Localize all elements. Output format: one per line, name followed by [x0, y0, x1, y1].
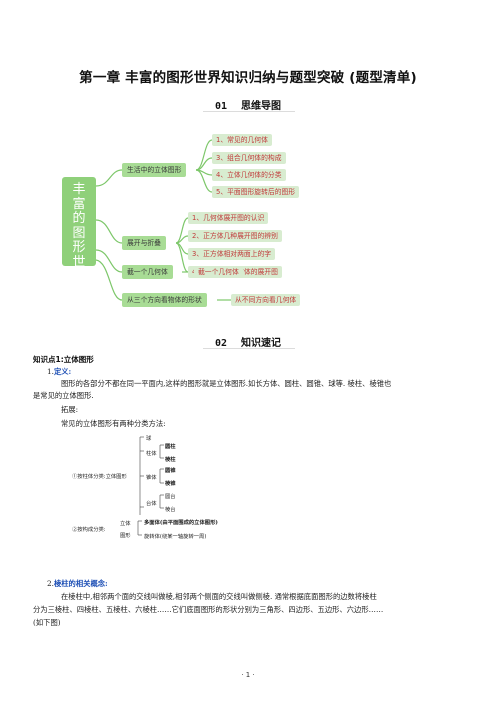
class-cone-round: 圆锥 [165, 468, 176, 474]
section-number: 01 [214, 101, 228, 112]
class-frustum: 台体 [146, 501, 157, 507]
section-header-notes: 02 知识速记 [0, 334, 496, 349]
mindmap-leaf: 3、正方体相对两面上的字 [188, 248, 276, 260]
class-prism: 柱体 [146, 451, 157, 457]
class-pyramid: 棱锥 [165, 481, 176, 487]
mindmap-branch-views: 从三个方向看物体的形状 [122, 293, 207, 307]
prism-concept-line: 2.棱柱的相关概念: [47, 579, 108, 588]
extension-label: 拓展: [61, 405, 79, 414]
section-underline [203, 348, 295, 349]
class-cylinder: 圆柱 [165, 444, 176, 450]
method2-shape: 图形 [120, 533, 131, 539]
definition-title: 定义: [53, 367, 72, 376]
mindmap-leaf: 1、几何体展开图的认识 [188, 212, 269, 224]
prism-concept-text: 分为三棱柱、四棱柱、五棱柱、六棱柱……它们底面图形的形状分别为三角形、四边形、五… [33, 605, 384, 614]
class-ball: 球 [146, 436, 152, 442]
class-frustum-round: 圆台 [165, 494, 176, 500]
class-solid-revolution: 旋转体(绕某一轴旋转一周) [144, 534, 207, 540]
page-number: · 1 · [241, 671, 255, 679]
mindmap-leaf: 5、平面图形旋转后的图形 [212, 186, 300, 198]
section-label: 思维导图 [241, 101, 282, 112]
method2-label: ②按构成分类: [72, 527, 106, 533]
mindmap-leaf: 从不同方向看几何体 [231, 294, 301, 306]
mindmap-leaf: 1、常见的几何体 [212, 134, 272, 146]
prism-concept-text: 在棱柱中,相邻两个面的交线叫做棱,相邻两个侧面的交线叫做侧棱. 通常根据底面图形… [61, 592, 377, 601]
definition-text: 图形的各部分不都在同一平面内,这样的图形就是立体图形.如长方体、圆柱、圆锥、球等… [61, 379, 392, 388]
prism-concept-title: 棱柱的相关概念: [53, 579, 108, 588]
method1-label: ①按柱体分类:立体图形 [72, 474, 127, 480]
mindmap-branch-cut: 截一个几何体 [122, 265, 173, 279]
mindmap-leaf: 4、立体几何体的分类 [212, 169, 286, 181]
page-title: 第一章 丰富的图形世界知识归纳与题型突破 (题型清单) [79, 70, 417, 86]
mindmap-leaf: 2、正方体几种展开图的辨别 [188, 230, 282, 242]
definition-line: 1.定义: [47, 367, 72, 376]
mindmap-branch-shapes: 生活中的立体图形 [122, 163, 187, 177]
class-frustum-leng: 棱台 [165, 507, 176, 513]
definition-text: 是常见的立体图形. [33, 391, 94, 400]
mindmap-root: 丰 富 的 图 形 世 界 [62, 177, 96, 284]
prism-concept-text: (如下图) [33, 618, 61, 627]
mindmap-branch-unfold: 展开与折叠 [122, 236, 166, 250]
classification-diagram: ①按柱体分类:立体图形 球 柱体 圆柱 棱柱 锥体 圆锥 棱锥 台体 圆台 棱台… [72, 431, 262, 543]
section-number: 02 [214, 338, 228, 349]
class-cone: 锥体 [146, 475, 157, 481]
mindmap-leaf: 3、组合几何体的构成 [212, 152, 286, 164]
class-prism-leng: 棱柱 [165, 457, 176, 463]
extension-text: 常见的立体图形有两种分类方法: [61, 419, 166, 428]
section-header-mindmap: 01 思维导图 [0, 97, 496, 112]
section-underline [203, 111, 295, 112]
knowledge-point-heading: 知识点1:立体图形 [33, 355, 94, 364]
brace-lines [137, 436, 164, 536]
class-polyhedron: 多面体(由平面围成的立体图形) [144, 520, 218, 526]
mindmap-leaf: 截一个几何体 [194, 266, 243, 278]
method2-solid: 立体 [120, 521, 131, 527]
section-label: 知识速记 [241, 338, 282, 349]
